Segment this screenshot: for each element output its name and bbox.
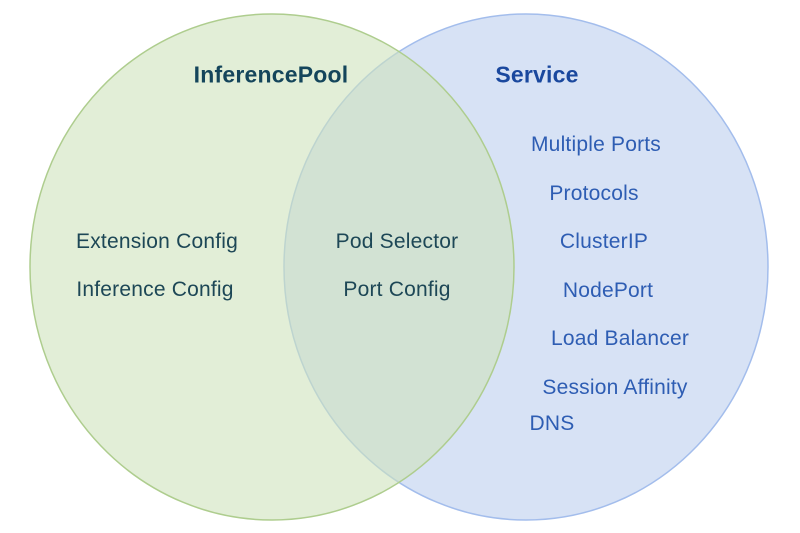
service-item-session-affinity: Session Affinity [542, 376, 688, 399]
inferencepool-circle [29, 13, 515, 521]
inferencepool-item-extension-config: Extension Config [76, 230, 238, 253]
overlap-item-port-config: Port Config [343, 278, 451, 301]
service-item-multiple-ports: Multiple Ports [530, 133, 662, 156]
inferencepool-item-inference-config: Inference Config [76, 278, 234, 301]
inferencepool-title: InferencePool [193, 61, 349, 88]
service-item-load-balancer: Load Balancer [550, 327, 690, 350]
service-item-protocols: Protocols [549, 182, 639, 205]
service-item-dns: DNS [529, 412, 575, 435]
service-title: Service [495, 61, 579, 88]
service-item-clusterip: ClusterIP [559, 230, 649, 253]
service-item-nodeport: NodePort [562, 279, 654, 302]
overlap-item-pod-selector: Pod Selector [335, 230, 459, 253]
